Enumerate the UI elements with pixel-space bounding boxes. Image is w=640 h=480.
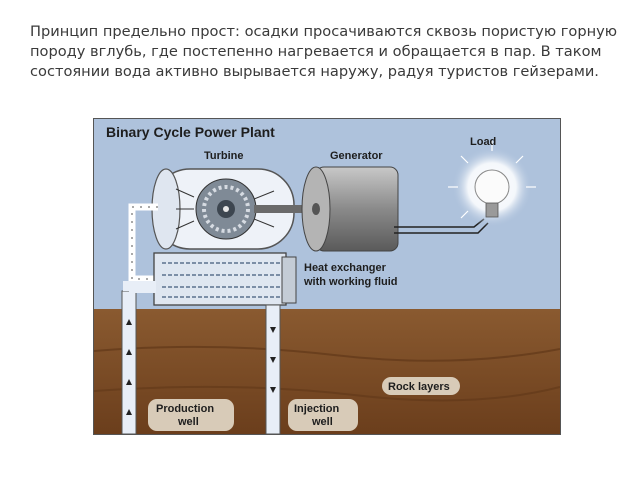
binary-cycle-diagram: Binary Cycle Power Plant Turbine Generat… <box>93 118 561 435</box>
turbine-rotor <box>195 178 257 240</box>
heat-exchanger-coils <box>162 262 280 298</box>
production-well-label-1: Production <box>156 403 214 415</box>
light-bulb-icon <box>448 141 536 227</box>
injection-well-label-bg <box>288 399 358 431</box>
production-flow-arrows <box>126 319 132 415</box>
shaft <box>254 205 314 213</box>
generator-hub <box>312 203 320 215</box>
turbine-label: Turbine <box>204 150 244 162</box>
heat-exchanger-cap <box>281 256 297 304</box>
production-well-label-bg <box>148 399 234 431</box>
production-well-label-2: well <box>177 416 199 428</box>
heat-exchanger-label-2: with working fluid <box>303 276 398 288</box>
rock-layers-label-bg <box>382 377 460 395</box>
production-well-connector <box>123 281 156 293</box>
steam-arrows <box>175 188 275 230</box>
generator-label: Generator <box>330 150 383 162</box>
injection-well-label-1: Injection <box>294 403 340 415</box>
diagram-title: Binary Cycle Power Plant <box>106 124 275 140</box>
rock-layers-label: Rock layers <box>388 381 450 393</box>
power-wire <box>394 222 489 234</box>
injection-well-label-2: well <box>311 416 333 428</box>
working-fluid-pipe <box>128 203 158 283</box>
injection-flow-arrows <box>270 327 276 393</box>
load-label: Load <box>470 136 496 148</box>
injection-well-pipe <box>265 304 281 434</box>
rock-layer-line <box>94 345 560 362</box>
heat-exchanger-label-1: Heat exchanger <box>304 262 387 274</box>
slide-paragraph: Принцип предельно прост: осадки просачив… <box>30 23 618 80</box>
rock-layer-line <box>94 385 560 402</box>
diagram-canvas: Binary Cycle Power Plant Turbine Generat… <box>94 119 560 434</box>
